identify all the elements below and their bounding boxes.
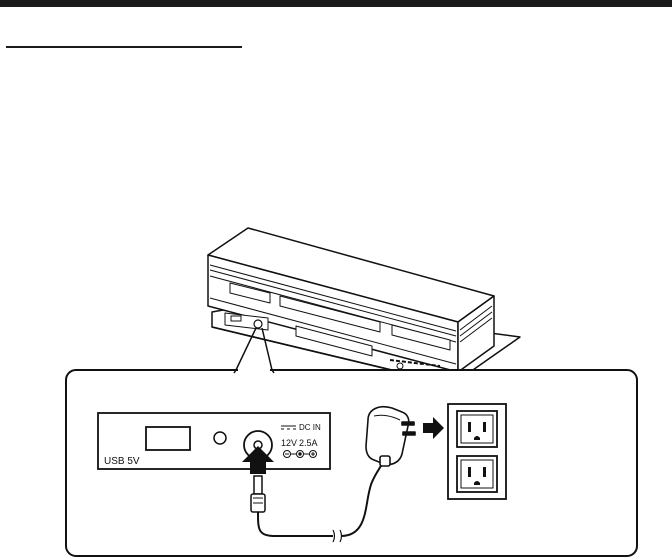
indicator-led bbox=[214, 432, 226, 444]
usb-label: USB 5V bbox=[104, 456, 140, 467]
voltage-label: 12V bbox=[281, 438, 297, 448]
usb-port bbox=[146, 427, 190, 450]
device-illustration bbox=[208, 228, 520, 372]
rear-panel: USB 5V DC IN 12V 2.5A bbox=[98, 413, 330, 469]
current-label: 2.5A bbox=[299, 438, 318, 448]
wall-outlet bbox=[448, 404, 506, 499]
dc-in-label: DC IN bbox=[299, 423, 321, 432]
